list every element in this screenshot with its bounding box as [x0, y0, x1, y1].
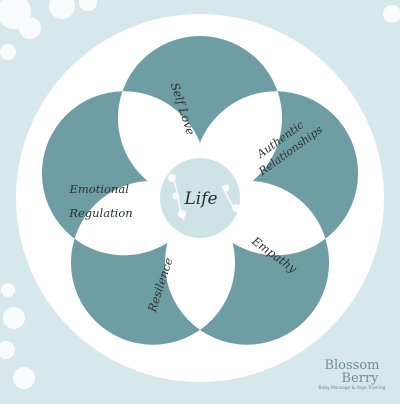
- petal-label-line: Regulation: [68, 206, 132, 220]
- center-circle: [160, 158, 240, 238]
- brand-logo: Blossom Berry Baby Massage & Yoga Traini…: [310, 359, 394, 392]
- brand-name-line2: Berry: [341, 371, 379, 386]
- petal-label-line: Emotional: [68, 182, 129, 196]
- brand-name-line1: Blossom: [324, 358, 380, 373]
- center-label: Life: [183, 189, 217, 209]
- blossom-flowers-icon: [168, 174, 240, 218]
- floral-decoration-icon: [0, 0, 400, 389]
- petal-label-emotional-regulation: Emotional Regulation: [68, 182, 132, 220]
- brand-tagline: Baby Massage & Yoga Training: [318, 386, 386, 391]
